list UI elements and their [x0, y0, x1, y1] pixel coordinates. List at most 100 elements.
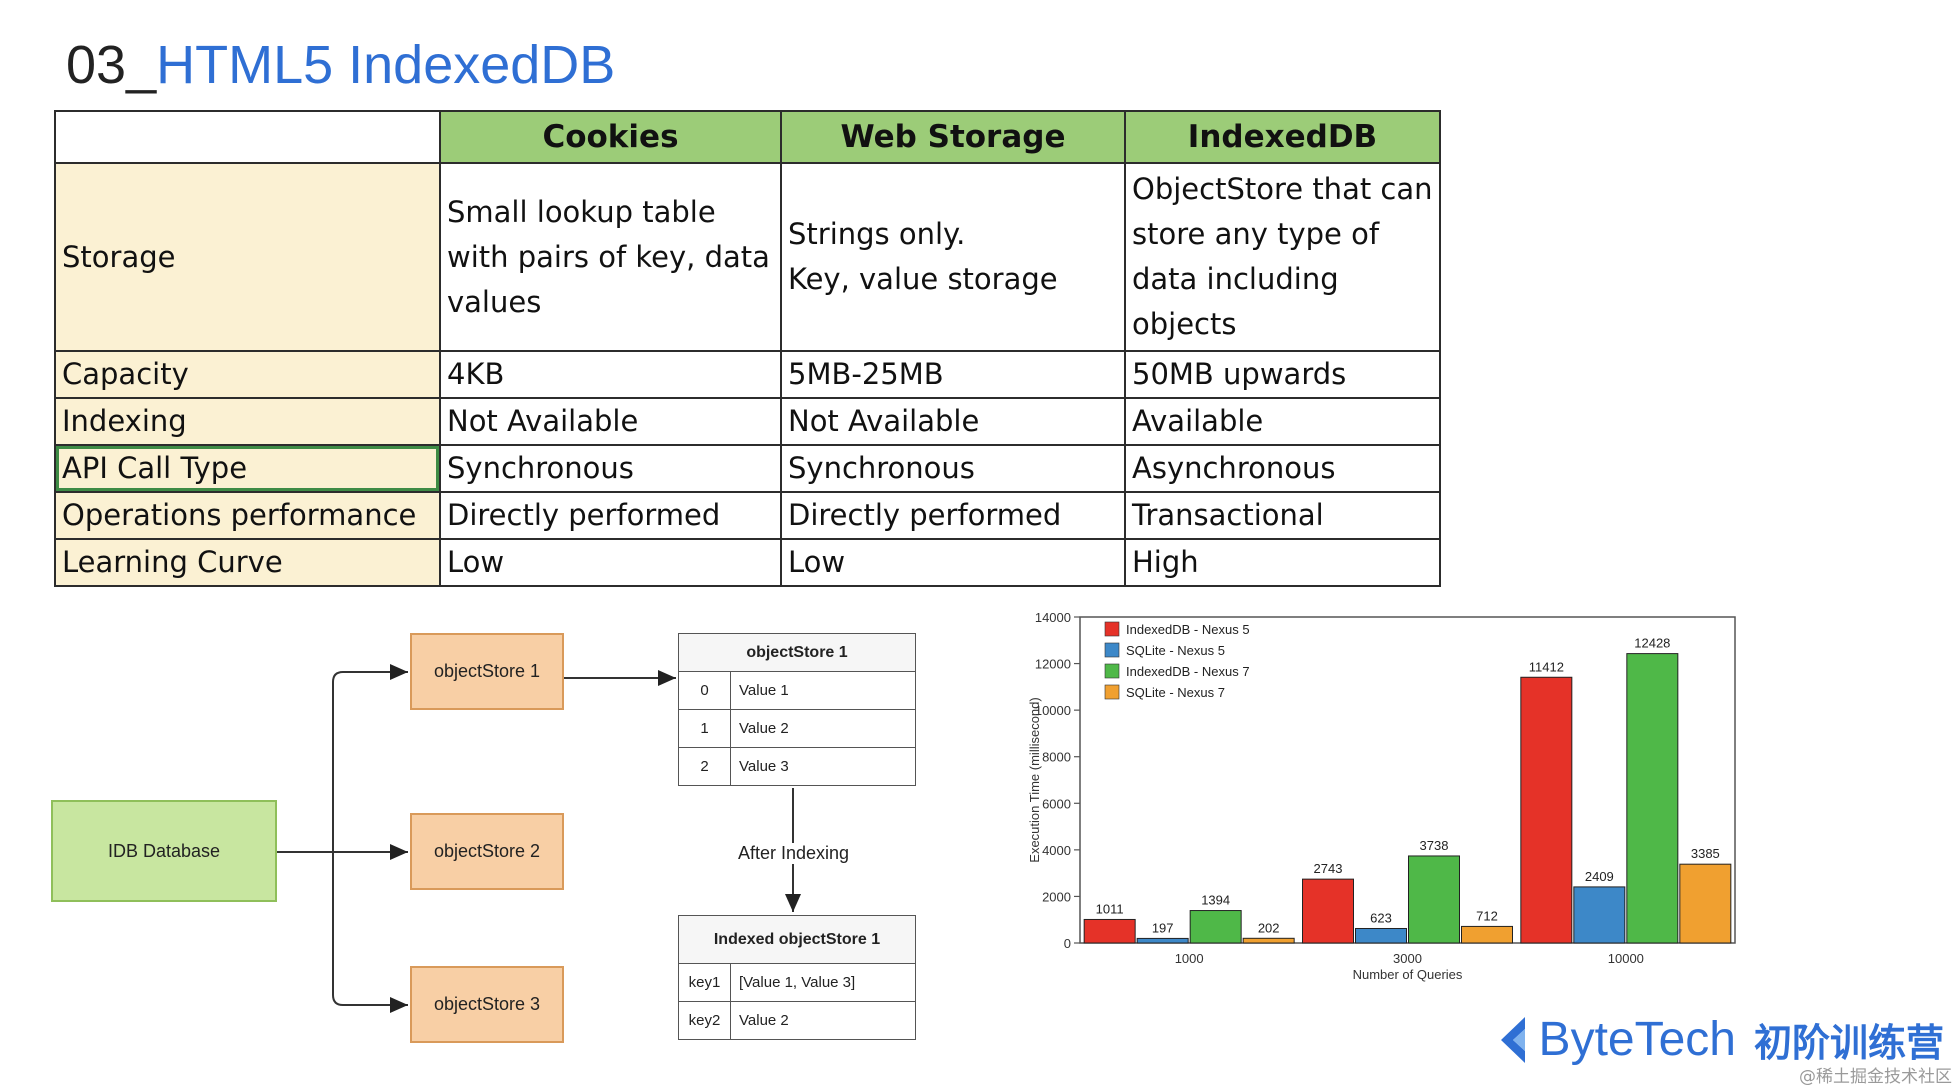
- bar-value-label: 12428: [1634, 636, 1670, 651]
- table-cell: Directly performed: [439, 491, 782, 540]
- bar-value-label: 2743: [1314, 861, 1343, 876]
- object-store-table-title: objectStore 1: [678, 633, 916, 672]
- table-cell: High: [1124, 538, 1441, 587]
- table-cell: Transactional: [1124, 491, 1441, 540]
- bar: [1189, 910, 1242, 944]
- table-row-capacity: Capacity 4KB 5MB-25MB 50MB upwards: [54, 350, 1441, 399]
- legend-swatch: [1104, 663, 1120, 679]
- row-label-operations-performance: Operations performance: [54, 491, 441, 540]
- object-store-box: objectStore 1: [410, 633, 564, 710]
- column-header-cookies: Cookies: [439, 110, 782, 164]
- table-cell: 2: [678, 747, 731, 786]
- object-store-box: objectStore 3: [410, 966, 564, 1043]
- bar: [1083, 918, 1136, 944]
- watermark: @稀土掘金技术社区: [1799, 1067, 1952, 1087]
- table-row-indexing: Indexing Not Available Not Available Ava…: [54, 397, 1441, 446]
- x-tick-label: 1000: [1175, 951, 1204, 966]
- legend-swatch: [1104, 642, 1120, 658]
- table-row-learning-curve: Learning Curve Low Low High: [54, 538, 1441, 587]
- bar-value-label: 197: [1152, 920, 1174, 935]
- table-cell: Strings only. Key, value storage: [780, 162, 1126, 352]
- y-tick-label: 14000: [1035, 610, 1071, 625]
- indexeddb-diagram: IDB Database objectStore 1 objectStore 2…: [0, 600, 1000, 1060]
- bar: [1573, 886, 1626, 944]
- table-cell: key1: [678, 963, 731, 1002]
- title-number: 03_: [66, 35, 157, 95]
- bar: [1461, 925, 1513, 944]
- y-axis-label: Execution Time (millisecond): [1027, 697, 1042, 862]
- table-cell: 0: [678, 671, 731, 710]
- table-cell: Value 1: [730, 671, 916, 710]
- table-cell: Small lookup table with pairs of key, da…: [439, 162, 782, 352]
- bar: [1136, 937, 1189, 944]
- table-cell: Available: [1124, 397, 1441, 446]
- comparison-table: Cookies Web Storage IndexedDB Storage Sm…: [54, 110, 1441, 587]
- bar: [1626, 653, 1679, 944]
- bar-value-label: 623: [1370, 910, 1392, 925]
- table-cell: ObjectStore that can store any type of d…: [1124, 162, 1441, 352]
- table-cell: Value 2: [730, 709, 916, 748]
- table-cell: [Value 1, Value 3]: [730, 963, 916, 1002]
- brand-name: ByteTech: [1538, 1013, 1736, 1066]
- table-cell: 1: [678, 709, 731, 748]
- bar-value-label: 712: [1476, 908, 1498, 923]
- table-row-api-call-type: API Call Type Synchronous Synchronous As…: [54, 444, 1441, 493]
- indexed-object-store-table-title: Indexed objectStore 1: [678, 915, 916, 964]
- y-tick-label: 2000: [1042, 889, 1071, 904]
- row-label-indexing: Indexing: [54, 397, 441, 446]
- table-corner-cell: [54, 110, 441, 164]
- y-tick-label: 8000: [1042, 750, 1071, 765]
- table-header-row: Cookies Web Storage IndexedDB: [54, 110, 1441, 164]
- indexed-object-store-table: Indexed objectStore 1 key1[Value 1, Valu…: [678, 915, 916, 1040]
- table-cell: Not Available: [780, 397, 1126, 446]
- bar-value-label: 3385: [1691, 846, 1720, 861]
- table-cell: key2: [678, 1001, 731, 1040]
- bar: [1520, 676, 1573, 944]
- x-axis-label: Number of Queries: [1353, 967, 1463, 982]
- table-row: key1[Value 1, Value 3]: [678, 963, 916, 1002]
- legend-entry: SQLite - Nexus 7: [1126, 685, 1225, 700]
- idb-database-box: IDB Database: [51, 800, 277, 902]
- table-row-storage: Storage Small lookup table with pairs of…: [54, 162, 1441, 352]
- y-tick-label: 12000: [1035, 657, 1071, 672]
- connector-arrow: [332, 664, 408, 852]
- x-tick-label: 3000: [1393, 951, 1422, 966]
- table-cell: Low: [439, 538, 782, 587]
- chart-svg: 02000400060008000100001200014000Executio…: [1027, 610, 1736, 982]
- bytetech-logo-icon: [1500, 1016, 1525, 1063]
- legend-swatch: [1104, 621, 1120, 637]
- plot-area: [1079, 616, 1736, 944]
- brand: ByteTech 初阶训练营: [1495, 1012, 1944, 1067]
- table-cell: 5MB-25MB: [780, 350, 1126, 399]
- legend-swatch: [1104, 684, 1120, 700]
- table-row-operations-performance: Operations performance Directly performe…: [54, 491, 1441, 540]
- legend-entry: SQLite - Nexus 5: [1126, 643, 1225, 658]
- bar: [1679, 863, 1732, 944]
- table-cell: Value 2: [730, 1001, 916, 1040]
- x-tick-label: 10000: [1608, 951, 1644, 966]
- table-cell: Synchronous: [780, 444, 1126, 493]
- y-tick-label: 0: [1064, 936, 1071, 951]
- y-tick-label: 4000: [1042, 843, 1071, 858]
- table-cell: Value 3: [730, 747, 916, 786]
- row-label-learning-curve: Learning Curve: [54, 538, 441, 587]
- connector-arrow: [332, 852, 408, 1013]
- row-label-api-call-type[interactable]: API Call Type: [54, 444, 441, 493]
- title-name: HTML5 IndexedDB: [156, 35, 616, 95]
- table-cell: Not Available: [439, 397, 782, 446]
- bar-value-label: 1394: [1201, 893, 1230, 908]
- table-cell: 4KB: [439, 350, 782, 399]
- y-tick-label: 10000: [1035, 703, 1071, 718]
- table-cell: Low: [780, 538, 1126, 587]
- table-cell: Asynchronous: [1124, 444, 1441, 493]
- column-header-web-storage: Web Storage: [780, 110, 1126, 164]
- object-store-box: objectStore 2: [410, 813, 564, 890]
- bar: [1242, 937, 1295, 944]
- row-label-storage: Storage: [54, 162, 441, 352]
